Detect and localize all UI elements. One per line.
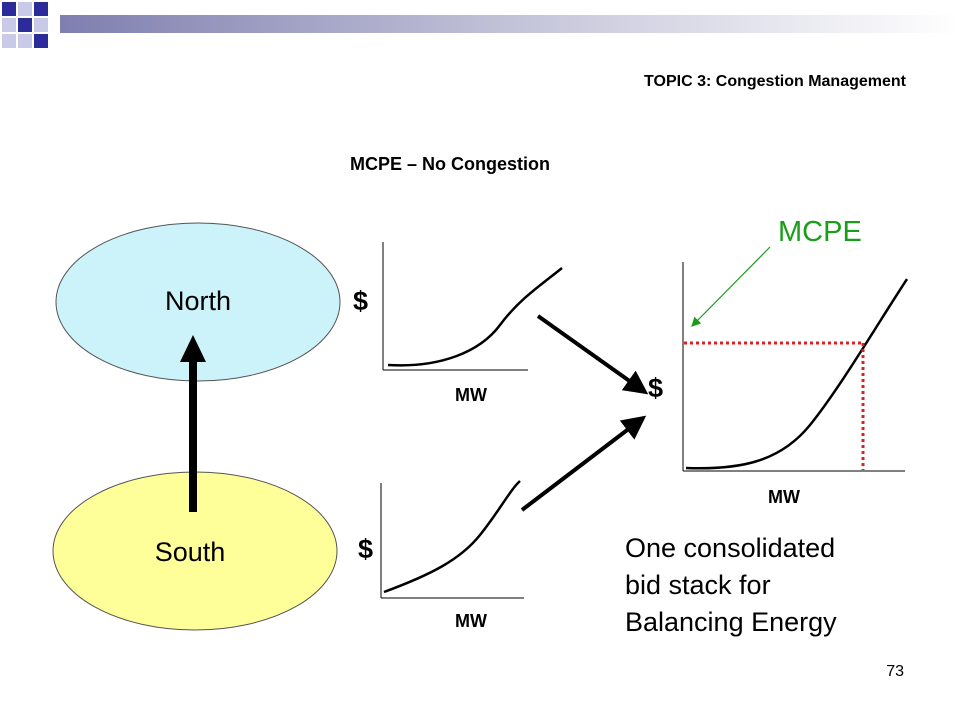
flow-arrow: [180, 335, 206, 512]
south-supply-curve: [383, 480, 521, 594]
caption-line: Balancing Energy: [625, 607, 837, 637]
south-label: South: [154, 537, 226, 567]
page-number: 73: [886, 663, 904, 680]
north-label: North: [164, 286, 232, 316]
north-to-combined-arrow: [536, 314, 649, 395]
slide-subtitle: MCPE – No Congestion: [349, 154, 550, 174]
topic-heading: TOPIC 3: Congestion Management: [644, 73, 906, 90]
caption-line: bid stack for: [625, 570, 771, 600]
south-chart-x-label: MW: [455, 611, 487, 631]
header-decoration: [2, 2, 960, 48]
north-supply-curve: [387, 267, 563, 367]
caption-line: One consolidated: [625, 533, 836, 563]
north-supply-chart: [382, 242, 563, 371]
caption: One consolidated bid stack for Balancing…: [625, 530, 925, 641]
north-chart-x-label: MW: [455, 385, 487, 405]
north-region: [55, 222, 341, 382]
north-chart-y-label: $: [353, 286, 369, 316]
mcpe-label: MCPE: [778, 216, 862, 248]
combined-chart-x-label: MW: [768, 487, 800, 507]
south-to-combined-arrow: [520, 415, 647, 512]
south-chart-y-label: $: [358, 534, 374, 564]
combined-supply-chart: [682, 262, 909, 472]
south-supply-chart: [380, 480, 524, 599]
combined-supply-curve: [685, 278, 909, 470]
combined-chart-y-label: $: [648, 373, 664, 403]
mcpe-pointer-arrow: [691, 246, 771, 327]
